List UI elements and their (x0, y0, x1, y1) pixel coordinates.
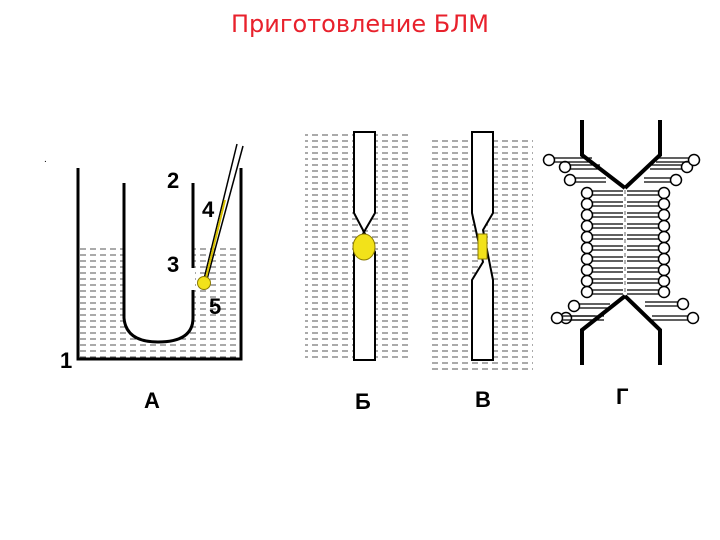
lipid-molecule-left (580, 208, 623, 222)
panel-b: Б (305, 131, 410, 414)
label-panel-b: Б (355, 389, 371, 414)
thin-lipid-film (477, 233, 488, 260)
lipid-molecule-monolayer (652, 311, 700, 325)
septum-lower-left (580, 294, 627, 365)
lipid-molecule-left (580, 241, 623, 255)
lipid-molecule-right (627, 263, 671, 277)
stray-dot: . (44, 154, 47, 165)
lipid-molecule-monolayer (550, 311, 595, 325)
lipid-molecule-left (580, 230, 623, 244)
lipid-molecule-monolayer (656, 153, 701, 167)
lipid-molecule-right (627, 197, 671, 211)
lipid-molecule-left (580, 274, 623, 288)
panel-v: В (428, 131, 533, 412)
inner-teflon-cup (122, 183, 195, 344)
inner-cup-interior (124, 247, 193, 342)
lipid-molecule-monolayer (542, 153, 592, 167)
lipid-molecule-monolayer (645, 297, 690, 311)
label-panel-v: В (475, 387, 491, 412)
label-4: 4 (202, 197, 215, 222)
pipette-line-2 (205, 145, 244, 284)
label-3: 3 (167, 252, 179, 277)
panel-g: Г (542, 120, 701, 409)
lipid-molecule-monolayer (558, 160, 600, 174)
label-1: 1 (60, 348, 72, 373)
lipid-molecule-monolayer (644, 173, 683, 187)
lipid-molecule-left (580, 285, 623, 299)
lipid-molecule-monolayer (650, 160, 694, 174)
lipid-droplet (197, 276, 211, 290)
lipid-molecules (542, 153, 701, 325)
label-panel-g: Г (616, 384, 629, 409)
outer-beaker (76, 168, 243, 361)
lipid-molecule-right (627, 186, 671, 200)
pipette-line-1 (202, 143, 238, 284)
septum-lower-right (623, 294, 662, 365)
septum-upper-right (623, 120, 662, 190)
lipid-molecule-right (627, 252, 671, 266)
lipid-molecule-right (627, 219, 671, 233)
label-2: 2 (167, 168, 179, 193)
panel-a: 1 2 3 4 5 А (60, 143, 244, 413)
thick-lipid-film (352, 233, 376, 261)
pipette-lipid (204, 199, 226, 283)
page-title: Приготовление БЛМ (231, 10, 489, 38)
lipid-molecule-right (627, 285, 671, 299)
lipid-molecule-monolayer (567, 299, 610, 313)
label-panel-a: А (144, 388, 160, 413)
lipid-molecule-left (580, 197, 623, 211)
septum-upper-left (580, 120, 627, 190)
lipid-molecule-left (580, 263, 623, 277)
lipid-molecule-right (627, 274, 671, 288)
lipid-molecule-right (627, 230, 671, 244)
lipid-molecule-left (580, 186, 623, 200)
label-5: 5 (209, 294, 221, 319)
lipid-molecule-right (627, 241, 671, 255)
lipid-molecule-right (627, 208, 671, 222)
lipid-molecule-monolayer (563, 173, 606, 187)
lipid-molecule-left (580, 252, 623, 266)
lipid-molecule-left (580, 219, 623, 233)
